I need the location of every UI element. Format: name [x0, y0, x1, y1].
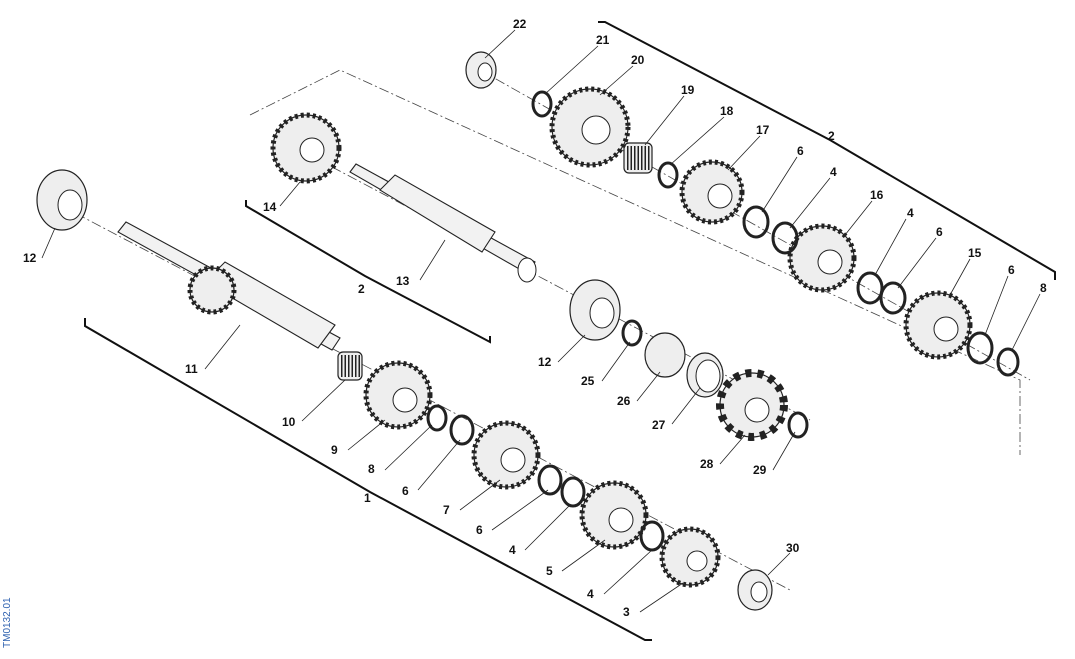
gear-5	[579, 480, 649, 550]
group-bracket-2-right	[598, 21, 1056, 280]
gear-7	[471, 420, 541, 490]
bearing-30	[737, 569, 773, 611]
callout-5: 5	[546, 564, 553, 578]
layshaft	[349, 163, 537, 283]
gear-9	[363, 360, 433, 430]
callout-3: 3	[623, 605, 630, 619]
callout-group-2: 2	[828, 129, 835, 143]
needle-bearing-10	[337, 351, 363, 381]
axis-line-output	[249, 69, 1021, 455]
callout-8: 8	[1040, 281, 1047, 295]
gear-14	[270, 112, 342, 184]
spacer-26	[644, 332, 686, 378]
bearing-12-left	[36, 169, 88, 231]
callout-28: 28	[700, 457, 714, 471]
callout-29: 29	[753, 463, 767, 477]
leader-lines	[41, 29, 1041, 613]
gear-3	[659, 526, 721, 588]
callout-11: 11	[185, 362, 198, 376]
sprocket-28	[716, 369, 788, 441]
callout-4: 4	[830, 165, 837, 179]
callout-13: 13	[396, 274, 410, 288]
gear-15	[903, 290, 973, 360]
callout-group-2: 2	[358, 282, 365, 296]
callout-19: 19	[681, 83, 695, 97]
washers	[426, 90, 1020, 552]
callout-6: 6	[402, 484, 409, 498]
callout-30: 30	[786, 541, 800, 555]
callout-7: 7	[443, 503, 450, 517]
callout-12: 12	[23, 251, 37, 265]
bushing-27	[686, 352, 724, 398]
axis-line-mainshaft	[59, 204, 791, 591]
callout-4: 4	[587, 587, 594, 601]
callout-15: 15	[968, 246, 982, 260]
callout-22: 22	[513, 17, 527, 31]
callout-27: 27	[652, 418, 666, 432]
callout-group-1: 1	[364, 491, 371, 505]
drawing-code: TM0132.01	[2, 597, 13, 648]
callout-17: 17	[756, 123, 770, 137]
callout-20: 20	[631, 53, 645, 67]
callout-12: 12	[538, 355, 552, 369]
callout-6: 6	[1008, 263, 1015, 277]
bearing-22	[465, 51, 497, 89]
needle-bearing-19	[623, 142, 653, 174]
group-bracket-1	[84, 318, 652, 641]
group-bracket-2-left	[245, 200, 491, 344]
bearing-12-right	[569, 279, 621, 341]
callout-labels: 22 21 20 19 18 17 6 4 16 4 6 15 6 8 2 14…	[23, 17, 1047, 619]
gear-16	[787, 223, 857, 293]
callout-8: 8	[368, 462, 375, 476]
callout-16: 16	[870, 188, 884, 202]
callout-6: 6	[797, 144, 804, 158]
callout-9: 9	[331, 443, 338, 457]
callout-10: 10	[282, 415, 296, 429]
callout-14: 14	[263, 200, 277, 214]
gear-20	[549, 86, 631, 168]
callout-18: 18	[720, 104, 734, 118]
mainshaft	[117, 221, 341, 351]
callout-6: 6	[476, 523, 483, 537]
callout-4: 4	[907, 206, 914, 220]
callout-25: 25	[581, 374, 595, 388]
callout-21: 21	[596, 33, 610, 47]
callout-26: 26	[617, 394, 631, 408]
callout-6: 6	[936, 225, 943, 239]
gear-17	[679, 159, 745, 225]
callout-4: 4	[509, 543, 516, 557]
